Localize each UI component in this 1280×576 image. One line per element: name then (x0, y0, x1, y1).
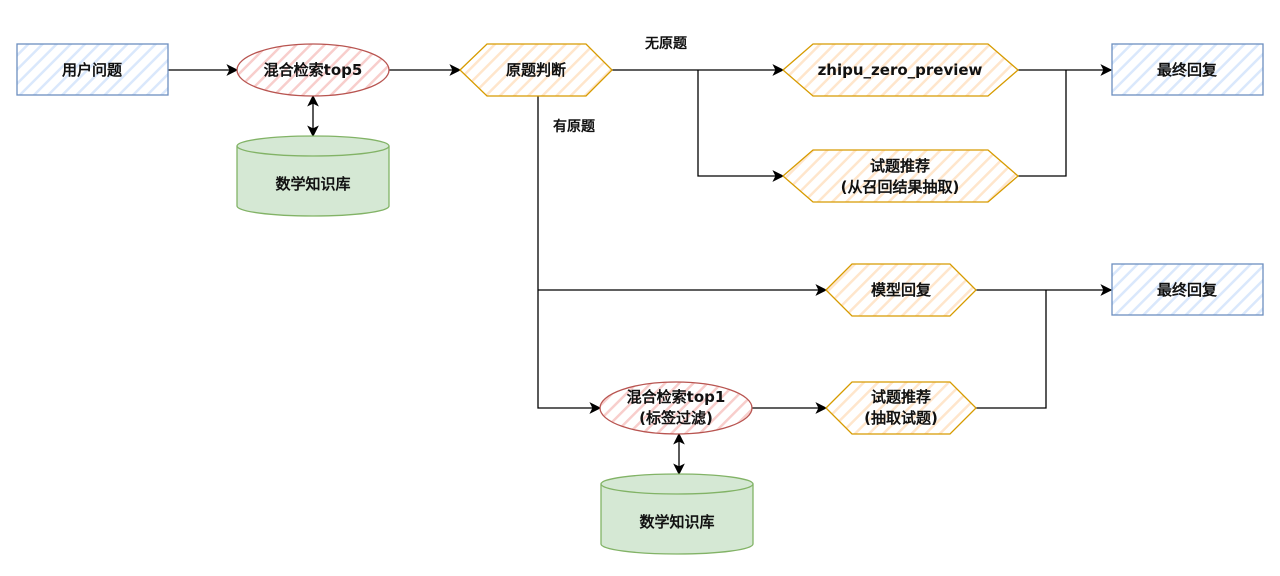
edge-recommend2-to-final2 (976, 290, 1047, 409)
question-recommend-2-line2: (抽取试题) (864, 409, 938, 427)
question-recommend-2-line1: 试题推荐 (871, 388, 931, 406)
node-math-kb-2[interactable]: 数学知识库 (600, 473, 754, 555)
node-final-reply-1[interactable]: 最终回复 (1111, 43, 1264, 96)
node-math-kb-1[interactable]: 数学知识库 (236, 135, 390, 217)
edge-judge-to-recommend1 (697, 70, 785, 182)
node-final-reply-2[interactable]: 最终回复 (1111, 263, 1264, 316)
hybrid-search-top1-line2: (标签过滤) (639, 409, 713, 427)
hybrid-search-top5-label: 混合检索top5 (264, 61, 363, 79)
node-question-recommend-1[interactable]: 试题推荐 (从召回结果抽取) (782, 149, 1019, 203)
edge-label-no-original: 无原题 (644, 36, 688, 52)
edge-label-has-original: 有原题 (553, 118, 596, 135)
original-question-judge-label: 原题判断 (506, 61, 566, 79)
question-recommend-1-line2: (从召回结果抽取) (841, 178, 960, 196)
edges (168, 64, 1113, 476)
hybrid-search-top1-line1: 混合检索top1 (627, 388, 726, 406)
final-reply-1-label: 最终回复 (1157, 61, 1218, 79)
final-reply-2-label: 最终回复 (1157, 281, 1218, 299)
math-kb-1-label: 数学知识库 (275, 175, 350, 193)
edge-judge-to-search1 (537, 96, 602, 414)
edge-recommend1-to-final1 (1018, 70, 1067, 177)
node-original-question-judge[interactable]: 原题判断 (459, 43, 613, 97)
node-model-reply[interactable]: 模型回复 (825, 263, 977, 317)
user-question-label: 用户问题 (62, 61, 123, 79)
node-user-question[interactable]: 用户问题 (16, 43, 169, 96)
math-kb-2-label: 数学知识库 (639, 513, 714, 531)
zhipu-zero-preview-label: zhipu_zero_preview (818, 61, 983, 79)
question-recommend-1-line1: 试题推荐 (870, 157, 930, 175)
node-zhipu-zero-preview[interactable]: zhipu_zero_preview (782, 43, 1019, 97)
model-reply-label: 模型回复 (871, 281, 932, 299)
node-hybrid-search-top5[interactable]: 混合检索top5 (236, 43, 390, 97)
node-question-recommend-2[interactable]: 试题推荐 (抽取试题) (825, 381, 977, 435)
node-hybrid-search-top1[interactable]: 混合检索top1 (标签过滤) (599, 381, 753, 435)
